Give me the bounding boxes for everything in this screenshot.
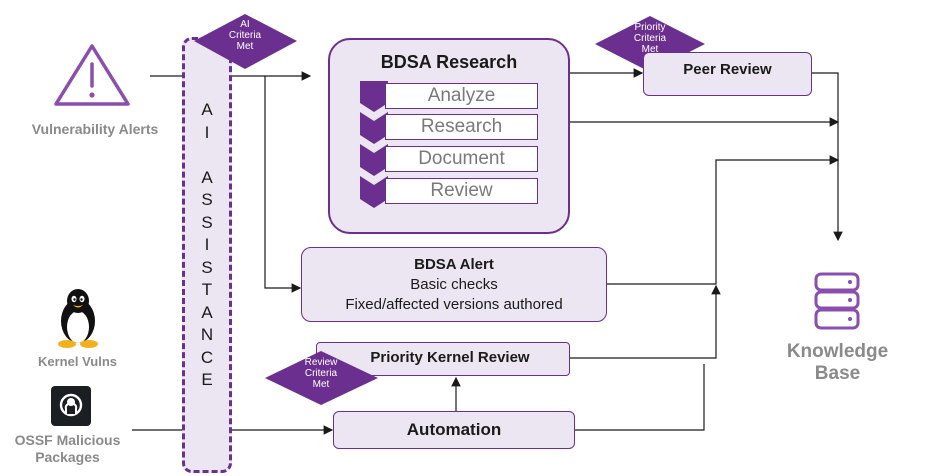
bdsa-research-title: BDSA Research bbox=[380, 52, 518, 72]
database-icon bbox=[814, 272, 860, 330]
knowledge-base-line1: Knowledge bbox=[786, 341, 889, 362]
ai-assistance-letter: I bbox=[204, 122, 210, 142]
knowledge-base-label: Knowledge Base bbox=[770, 341, 905, 385]
ossf-label-line1: OSSF Malicious bbox=[14, 432, 121, 448]
ossf-label-line2: Packages bbox=[35, 449, 100, 465]
ai-assistance-letter: S bbox=[201, 212, 213, 232]
bdsa-alert-text: BDSA Alert Basic checks Fixed/affected v… bbox=[301, 255, 607, 315]
review-criteria-diamond bbox=[265, 351, 378, 405]
ai-assistance-letter: E bbox=[201, 370, 213, 389]
ai-assistance-letter: C bbox=[200, 347, 214, 367]
knowledge-base-line2: Base bbox=[814, 363, 861, 384]
priority-kernel-review-title: Priority Kernel Review bbox=[370, 349, 530, 366]
step-research: Research bbox=[385, 114, 538, 140]
ai-assistance-column bbox=[182, 37, 232, 473]
step-review: Review bbox=[385, 178, 538, 204]
step-analyze: Analyze bbox=[385, 83, 538, 109]
ai-assistance-letter: S bbox=[201, 190, 213, 209]
kernel-vulns-label: Kernel Vulns bbox=[38, 354, 117, 369]
bdsa-alert-line2: Fixed/affected versions authored bbox=[345, 296, 563, 313]
ai-criteria-diamond bbox=[194, 14, 297, 69]
ossf-malicious-packages-label: OSSF Malicious Packages bbox=[0, 432, 135, 466]
bdsa-alert-title: BDSA Alert bbox=[414, 256, 494, 273]
ai-assistance-letter: A bbox=[201, 302, 213, 322]
ai-assistance-letter: N bbox=[200, 325, 214, 344]
github-icon bbox=[51, 386, 91, 426]
ai-assistance-letter: A bbox=[201, 167, 213, 187]
bdsa-alert-box bbox=[301, 247, 607, 322]
bdsa-alert-line1: Basic checks bbox=[410, 276, 498, 293]
automation-box bbox=[333, 411, 575, 449]
peer-review-title: Peer Review bbox=[683, 61, 772, 78]
vulnerability-alerts-label: Vulnerability Alerts bbox=[31, 121, 159, 137]
peer-review-box bbox=[643, 52, 812, 96]
automation-title: Automation bbox=[406, 420, 502, 439]
step-document: Document bbox=[385, 146, 538, 172]
ai-assistance-letter: S bbox=[201, 257, 213, 277]
ai-assistance-letter: I bbox=[204, 235, 210, 254]
priority-kernel-review-box bbox=[316, 342, 570, 376]
ai-assistance-letter: A bbox=[201, 100, 213, 119]
chevron-steps-icon bbox=[360, 81, 388, 208]
warning-triangle-icon bbox=[54, 44, 130, 106]
ai-assistance-letter: T bbox=[201, 280, 213, 299]
linux-penguin-icon bbox=[58, 289, 98, 348]
